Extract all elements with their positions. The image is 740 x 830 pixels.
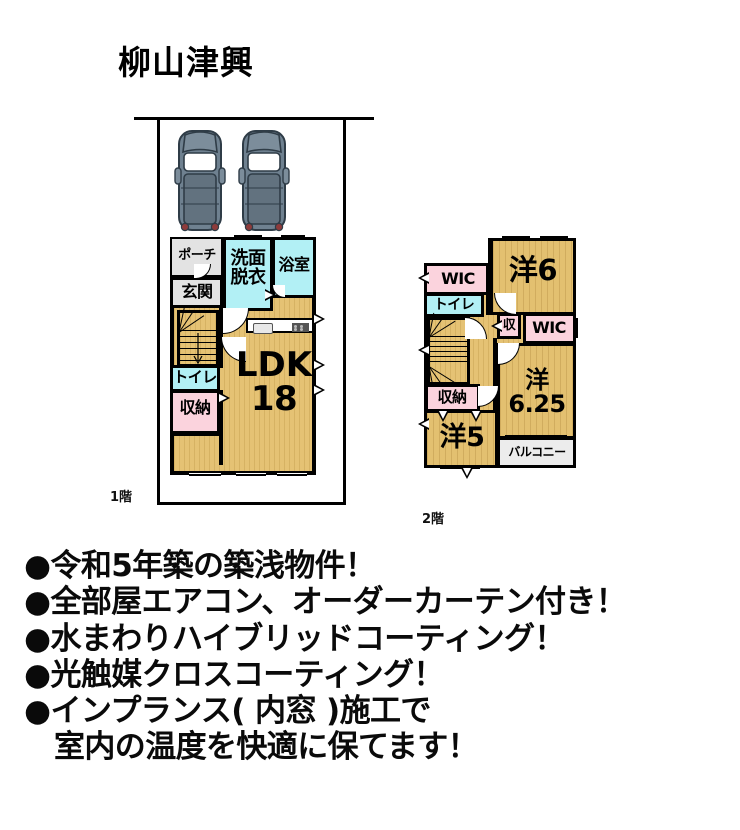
2f-stair-winder-bottom	[428, 366, 468, 392]
2f-stair-steps	[429, 336, 468, 366]
window-marker-bath	[265, 289, 276, 301]
label-bath: 浴室	[278, 255, 310, 274]
1f-stair-direction-arrow	[193, 333, 203, 365]
feature-item-6: 室内の温度を快適に保てます！	[54, 729, 479, 766]
1f-inner-wall-vertical-2	[219, 390, 223, 465]
label-toilet-1f: トイレ	[173, 368, 217, 386]
2f-top-left-notch	[424, 238, 490, 265]
window-2f-balcony-top	[505, 435, 567, 439]
label-western-6: 洋6	[508, 253, 558, 287]
feature-item-4: ●光触媒クロスコーティング！	[24, 656, 444, 693]
window-marker-storage-2f-b	[470, 411, 482, 422]
label-ldk-size: 18	[250, 379, 298, 419]
label-closet-small: 収	[502, 318, 516, 333]
feature-item-2: ●全部屋エアコン、オーダーカーテン付き！	[24, 584, 627, 621]
window-marker-closet-small	[491, 320, 502, 332]
window-2f-western5-bottom	[440, 465, 480, 469]
site-boundary-left	[157, 117, 160, 505]
label-storage-2f: 収納	[437, 388, 467, 406]
window-marker-ldk-1	[314, 313, 325, 325]
window-marker-ldk-3	[314, 384, 325, 396]
label-western-5: 洋5	[439, 422, 485, 453]
window-2f-wic-right-edge	[574, 318, 578, 338]
room-washroom	[223, 237, 273, 311]
feature-item-5: ●インプランス( 内窓 )施工で	[24, 693, 431, 730]
site-boundary-top	[134, 117, 374, 120]
floor-plan-1f: ポーチ 玄関 洗面 脱衣 浴室 トイレ 収納 LDK 18 1階	[0, 0, 380, 540]
window-marker-wic-top	[418, 272, 429, 284]
car-left-icon	[174, 130, 226, 232]
site-boundary-right	[343, 117, 346, 505]
1f-inner-wall-horizontal	[170, 432, 222, 436]
label-balcony: バルコニー	[508, 445, 566, 459]
label-wic-top: WIC	[441, 269, 475, 288]
room-storage-1f	[170, 390, 220, 434]
window-marker-western5	[418, 418, 429, 430]
window-1f-ldk-bottom-b	[236, 471, 266, 476]
window-1f-ldk-bottom-a	[189, 471, 221, 476]
feature-list: ●令和5年築の築浅物件！ ●全部屋エアコン、オーダーカーテン付き！ ●水まわりハ…	[24, 548, 740, 766]
kitchen-sink-icon	[253, 323, 273, 334]
page-title: 柳山津興	[118, 43, 254, 82]
label-toilet-2f: トイレ	[433, 297, 475, 313]
2f-stair-winder-top	[428, 312, 468, 338]
label-entrance: 玄関	[181, 282, 213, 301]
room-toilet-2f	[424, 293, 484, 317]
site-boundary-bottom	[157, 502, 346, 505]
label-porch: ポーチ	[178, 248, 216, 263]
window-marker-storage-2f-a	[437, 411, 449, 422]
label-washroom: 洗面 脱衣	[230, 248, 267, 288]
room-western-625	[497, 343, 576, 439]
label-western-625: 洋	[525, 366, 549, 394]
2f-hall-wall-right	[493, 338, 497, 412]
window-marker-western5-entry	[461, 468, 473, 479]
label-western-625-size: 6.25	[508, 390, 566, 418]
window-1f-ldk-bottom-c	[277, 471, 307, 476]
feature-item-3: ●水まわりハイブリッドコーティング！	[24, 620, 565, 657]
window-marker-storage	[219, 392, 230, 404]
kitchen-stove-icon	[292, 323, 309, 332]
kitchen-counter	[246, 318, 314, 334]
floor-plan-2f: WIC トイレ 収納 洋6 収 WIC 洋 6.25 洋5 バルコニー 2階	[418, 236, 578, 527]
floor-label-2f: 2階	[422, 512, 445, 527]
label-ldk: LDK	[235, 345, 313, 385]
room-entrance	[170, 277, 223, 308]
floor-label-1f: 1階	[110, 490, 133, 505]
feature-item-1: ●令和5年築の築浅物件！	[24, 548, 376, 584]
car-right-icon	[238, 130, 290, 232]
window-1f-washroom-top	[234, 235, 262, 239]
window-marker-ldk-2	[314, 359, 325, 371]
window-marker-stairs-2f	[418, 344, 429, 356]
window-1f-bath-top	[281, 235, 305, 239]
2f-hall-wall-left	[486, 263, 490, 315]
window-2f-western6-top-b	[540, 236, 568, 240]
label-storage-1f: 収納	[179, 398, 211, 417]
window-2f-western6-top-a	[502, 236, 530, 240]
label-wic-right: WIC	[532, 318, 566, 337]
